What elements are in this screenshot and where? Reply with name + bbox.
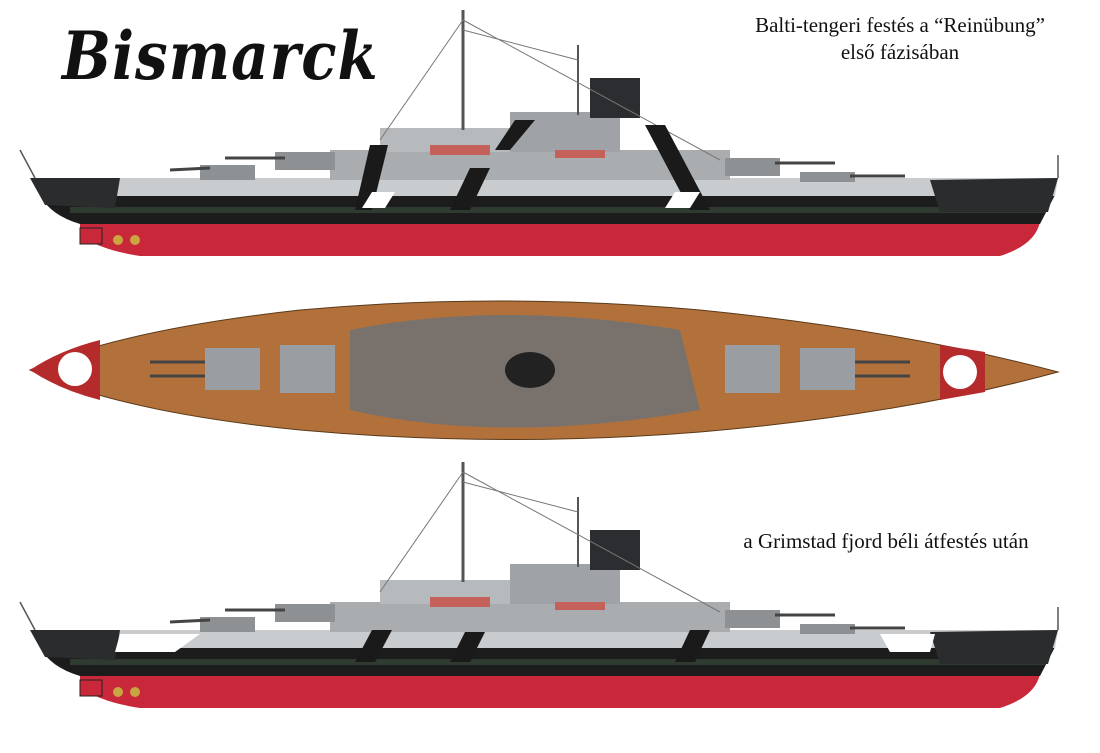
dazzle-stripes <box>355 120 710 210</box>
ship-profile-grimstad-scheme <box>18 460 1060 710</box>
caption-line: első fázisában <box>840 40 960 64</box>
caption-grimstad-scheme: a Grimstad fjord béli átfestés után <box>743 529 1029 553</box>
dazzle-stripes <box>115 630 935 662</box>
caption-baltic-scheme: Balti-tengeri festés a “Reinübung” első … <box>700 12 1100 66</box>
caption-line: Balti-tengeri festés a “Reinübung” <box>755 13 1045 37</box>
ship-name-title: Bismarck <box>62 16 379 96</box>
ship-top-view <box>28 300 1060 441</box>
air-recognition-marking-bow <box>943 355 977 389</box>
air-recognition-marking-stern <box>58 352 92 386</box>
ship-profile-baltic-scheme <box>18 8 1060 258</box>
